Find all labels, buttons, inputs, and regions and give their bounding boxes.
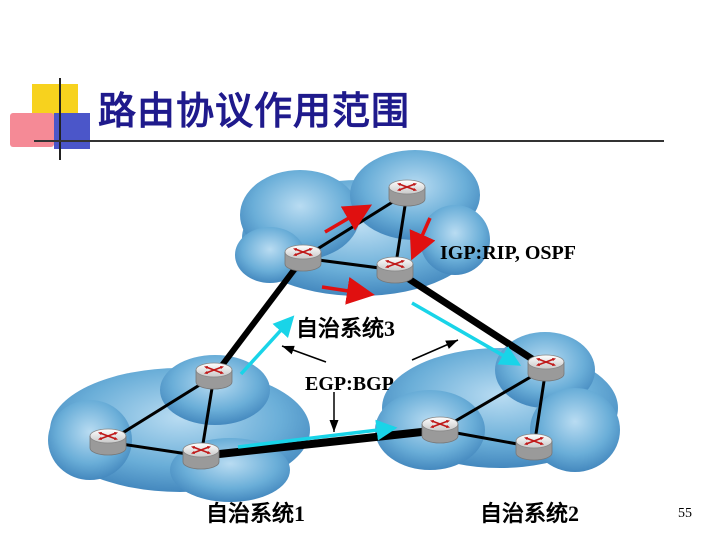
page-number: 55 [678, 506, 692, 521]
link-as1-as3 [211, 256, 306, 378]
router-icon [388, 179, 426, 207]
egp-pointer-arrow [281, 345, 327, 363]
as3-label: 自治系统3 [296, 316, 395, 341]
page-title: 路由协议作用范围 [98, 89, 411, 133]
deco-vertical-line [59, 78, 61, 160]
egp-label: EGP:BGP [305, 373, 394, 395]
as1-label: 自治系统1 [206, 501, 305, 526]
cloud-as1 [48, 355, 310, 502]
egp-arrow [411, 301, 522, 366]
link-as1-as2 [200, 426, 441, 460]
igp-arrow [324, 204, 373, 234]
title-underline [34, 140, 664, 142]
router-icon [421, 416, 459, 444]
igp-label: IGP:RIP, OSPF [440, 242, 576, 264]
igp-arrow [409, 217, 436, 261]
cloud-as3 [235, 150, 490, 296]
router-icon [284, 244, 322, 272]
router-icon [195, 362, 233, 390]
egp-pointer-arrow [411, 339, 459, 361]
as2-label: 自治系统2 [480, 501, 579, 526]
egp-arrow [239, 315, 295, 376]
router-icon [376, 256, 414, 284]
router-icon [527, 354, 565, 382]
router-icon [89, 428, 127, 456]
igp-arrow [321, 277, 375, 305]
router-icon [515, 433, 553, 461]
egp-arrow [237, 419, 398, 449]
router-icon [182, 442, 220, 470]
